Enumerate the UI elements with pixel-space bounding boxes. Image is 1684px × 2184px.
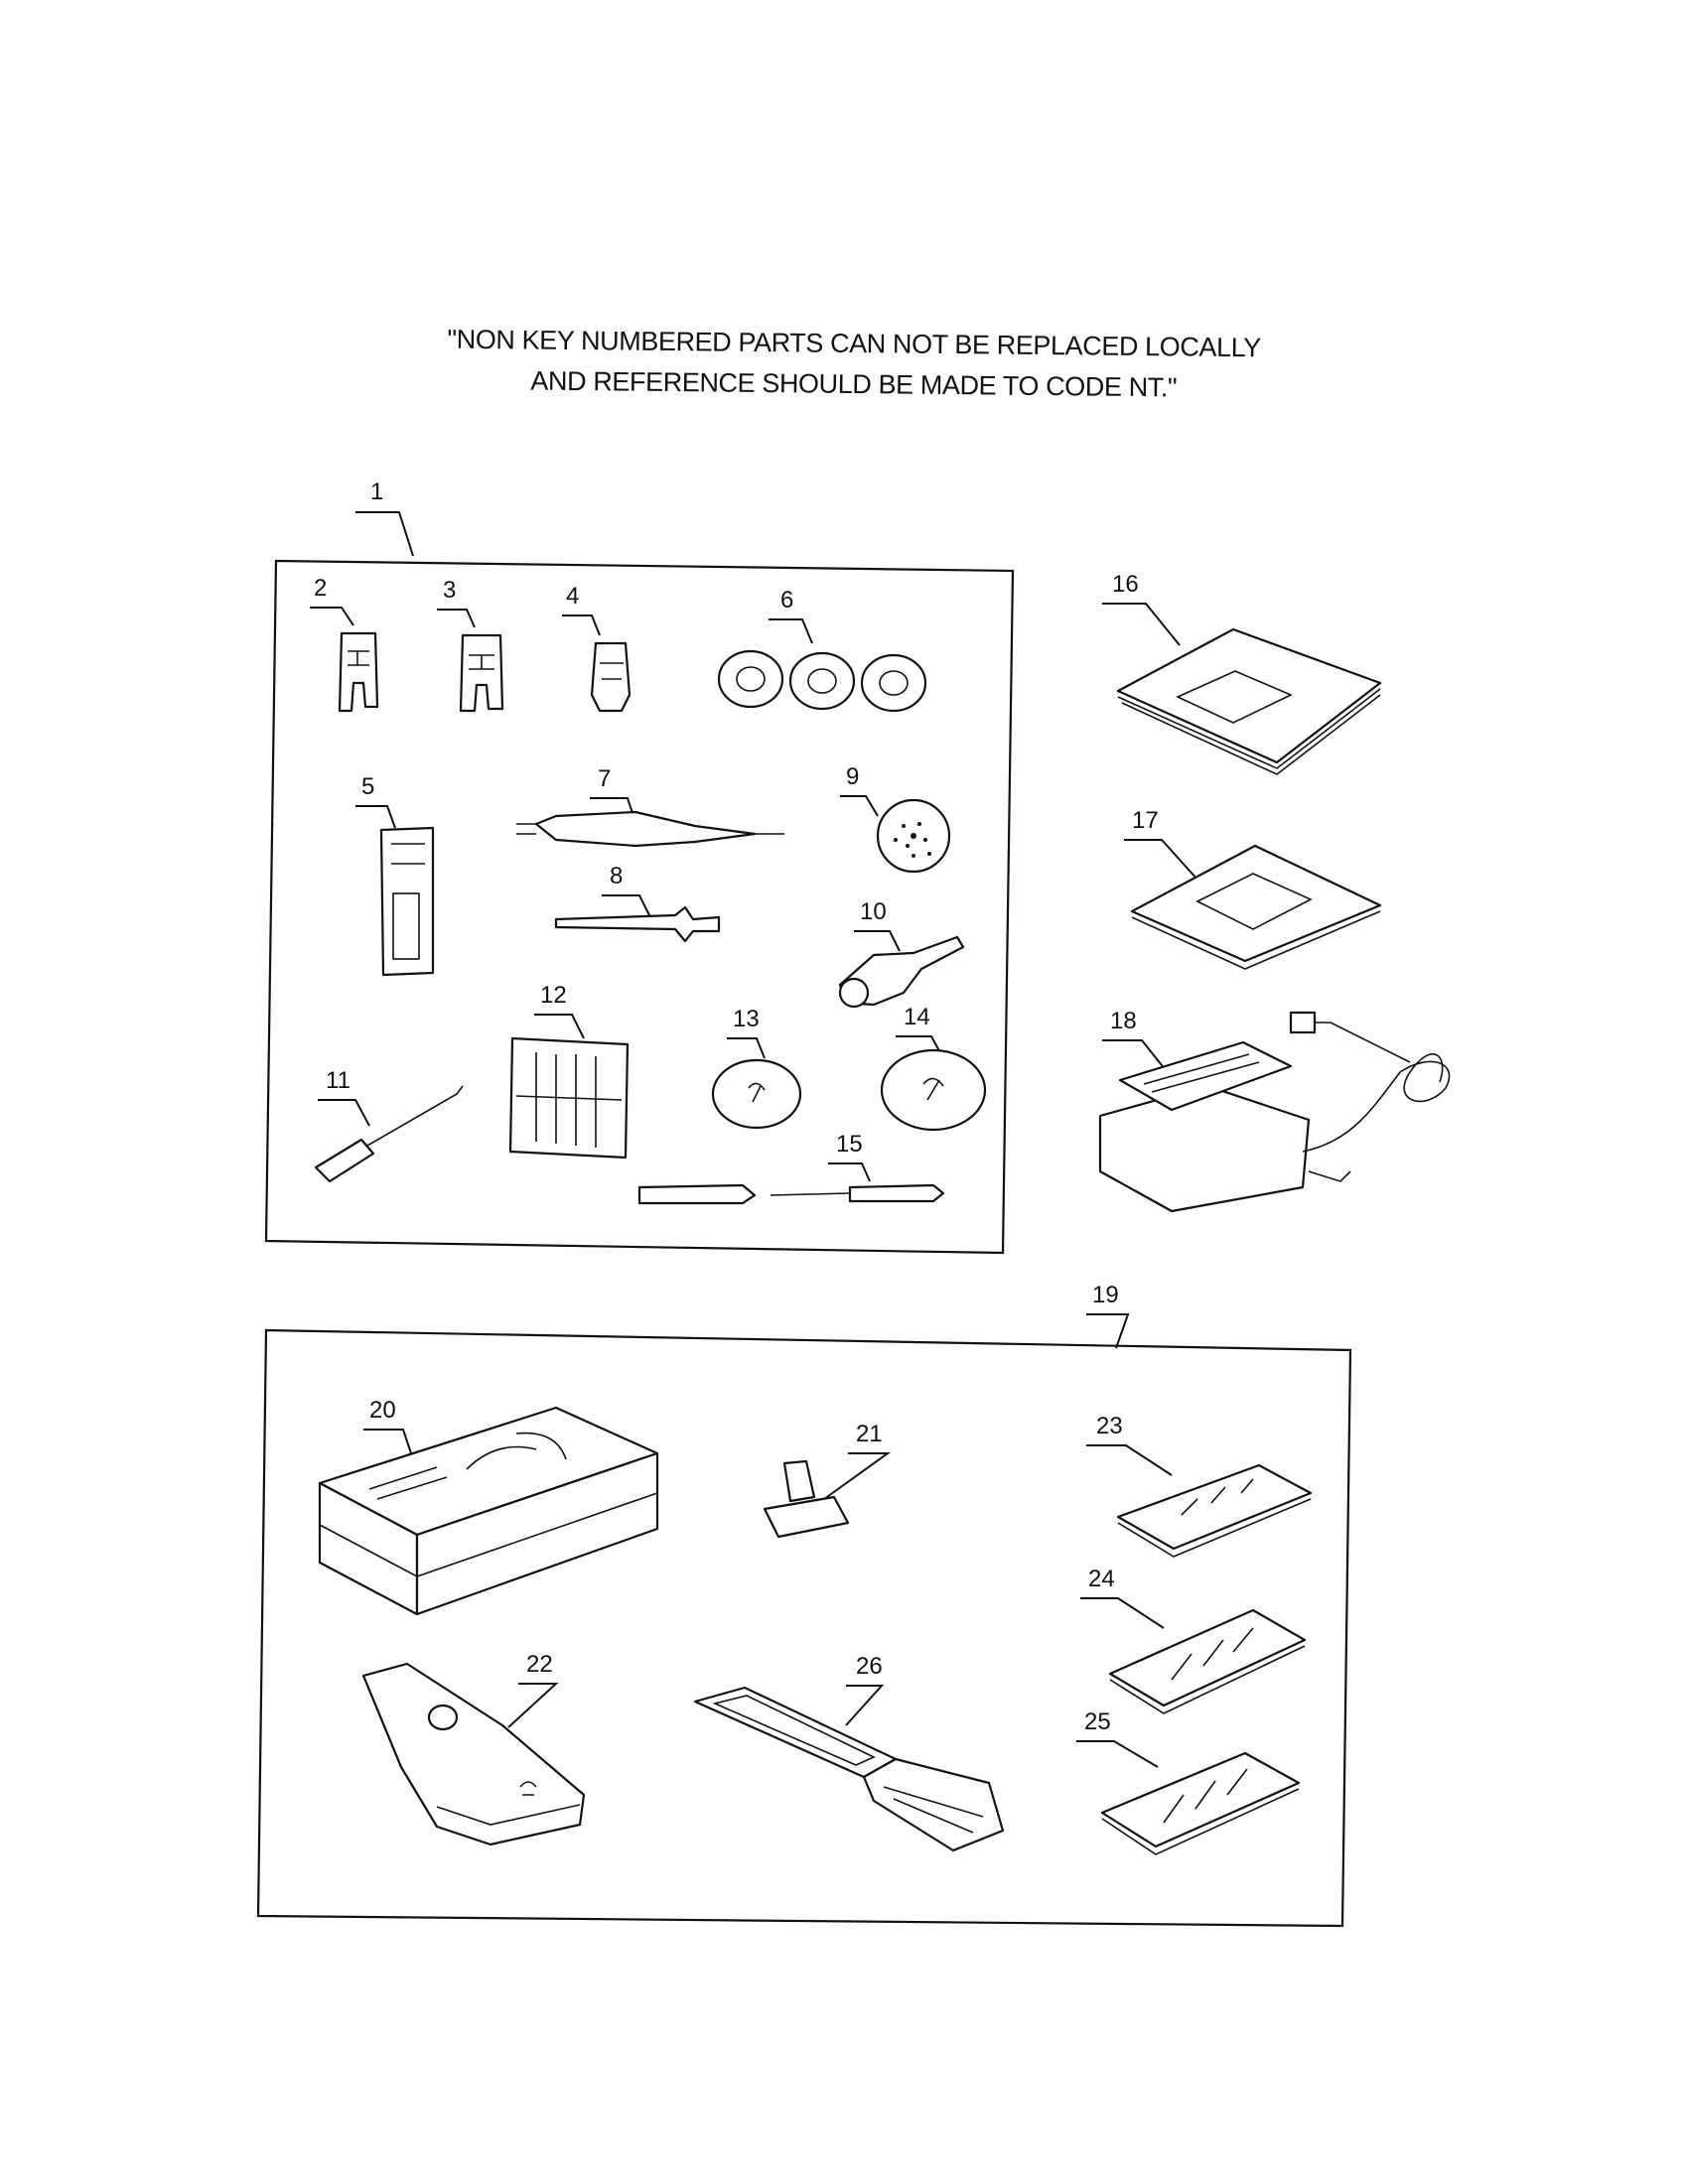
callout-13: 13	[727, 1006, 766, 1059]
callout-1: 1	[355, 478, 414, 557]
presser-foot-straight	[459, 633, 504, 713]
callout-10: 10	[854, 898, 901, 952]
seam-ripper	[637, 1183, 945, 1205]
callout-16: 16	[1102, 571, 1181, 646]
callout-22: 22	[507, 1651, 559, 1728]
svg-text:14: 14	[904, 1004, 930, 1030]
callout-23: 23	[1086, 1413, 1173, 1476]
bobbins	[717, 649, 927, 713]
svg-text:2: 2	[314, 575, 327, 602]
callout-19: 19	[1086, 1282, 1130, 1349]
screwdriver	[314, 1085, 464, 1183]
cam-plate-23	[1116, 1463, 1313, 1558]
callout-9: 9	[840, 763, 879, 817]
svg-text:20: 20	[369, 1397, 396, 1424]
svg-text:10: 10	[860, 898, 887, 925]
svg-text:15: 15	[836, 1131, 863, 1158]
spool-felt	[876, 798, 951, 874]
svg-text:8: 8	[610, 863, 623, 889]
svg-text:11: 11	[326, 1067, 351, 1094]
presser-foot-zigzag	[338, 631, 379, 713]
instruction-book	[1116, 627, 1382, 775]
svg-text:17: 17	[1132, 807, 1159, 834]
svg-text:22: 22	[526, 1651, 553, 1678]
spool-pin	[554, 905, 721, 943]
svg-text:12: 12	[540, 982, 567, 1009]
accessory-case	[361, 1662, 586, 1846]
lint-brush	[516, 810, 784, 848]
svg-text:25: 25	[1084, 1708, 1111, 1735]
callout-2: 2	[310, 575, 354, 626]
accessory-set-frame	[264, 559, 1015, 1255]
callout-15: 15	[828, 1131, 871, 1182]
svg-text:13: 13	[733, 1006, 760, 1032]
callout-25: 25	[1076, 1708, 1159, 1768]
callout-18: 18	[1102, 1008, 1167, 1071]
spool-cap-large	[880, 1048, 987, 1132]
callout-17: 17	[1124, 807, 1198, 881]
callout-3: 3	[437, 577, 476, 628]
svg-text:6: 6	[780, 587, 793, 614]
callout-4: 4	[562, 583, 601, 636]
svg-text:24: 24	[1088, 1566, 1115, 1592]
needle-pack	[508, 1036, 630, 1160]
svg-text:1: 1	[370, 478, 383, 505]
callout-6: 6	[769, 587, 813, 644]
callout-21: 21	[823, 1421, 892, 1500]
buttonhole-tray	[693, 1686, 1005, 1852]
presser-foot-zipper	[590, 641, 632, 713]
seam-guide	[838, 935, 965, 1009]
cam-plate-24	[1108, 1608, 1307, 1714]
svg-text:4: 4	[566, 583, 579, 610]
callout-26: 26	[845, 1653, 885, 1726]
parts-booklet	[1130, 844, 1382, 970]
spool-cap-small	[711, 1058, 802, 1130]
extension-set-frame	[256, 1328, 1352, 1928]
callout-12: 12	[534, 982, 585, 1039]
svg-text:5: 5	[361, 773, 374, 800]
svg-text:3: 3	[443, 577, 456, 604]
callout-24: 24	[1080, 1566, 1165, 1629]
svg-text:23: 23	[1096, 1413, 1123, 1439]
buttonhole-foot	[379, 826, 435, 977]
callout-5: 5	[355, 773, 396, 829]
callout-11: 11	[318, 1067, 370, 1127]
svg-text:21: 21	[856, 1421, 883, 1447]
callout-8: 8	[602, 863, 650, 916]
svg-text:9: 9	[846, 763, 859, 790]
cam-plate-25	[1100, 1751, 1301, 1855]
foot-controller	[1098, 1011, 1451, 1213]
svg-text:7: 7	[598, 765, 611, 792]
svg-text:16: 16	[1112, 571, 1139, 598]
walking-foot	[763, 1459, 850, 1539]
svg-text:18: 18	[1110, 1008, 1137, 1034]
svg-text:26: 26	[856, 1653, 883, 1680]
svg-text:19: 19	[1092, 1282, 1119, 1308]
accessory-box	[318, 1406, 659, 1616]
callout-20: 20	[363, 1397, 412, 1454]
